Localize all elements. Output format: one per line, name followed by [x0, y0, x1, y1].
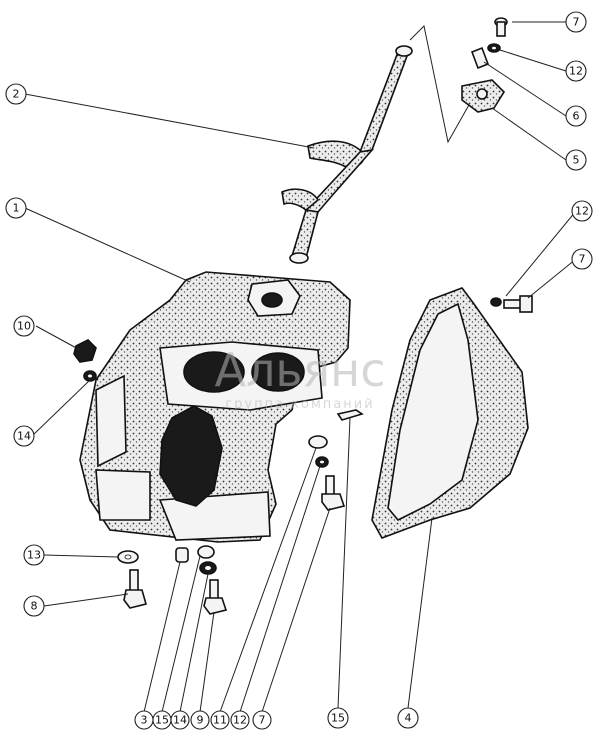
nut-left — [73, 339, 97, 363]
callout-label: 6 — [573, 110, 580, 123]
callout-label: 10 — [17, 320, 31, 333]
callout-14-bottom: 14 — [170, 710, 190, 730]
watermark-subtitle: группа компаний — [225, 397, 374, 412]
leader-lines — [24, 21, 577, 713]
assembly-line — [409, 24, 475, 144]
callout-7-top: 7 — [565, 11, 587, 33]
callout-label: 9 — [197, 714, 204, 727]
fitting-top — [470, 46, 490, 70]
washer-13 — [117, 550, 139, 564]
gearbox-housing — [79, 271, 351, 543]
callout-6: 6 — [565, 105, 587, 127]
callout-10: 10 — [13, 315, 35, 337]
callout-5: 5 — [565, 149, 587, 171]
washer-top — [487, 43, 501, 53]
callout-14-left: 14 — [13, 425, 35, 447]
callout-label: 1 — [13, 202, 20, 215]
callout-7-bottom: 7 — [252, 710, 272, 730]
callout-4: 4 — [397, 707, 419, 729]
callout-label: 14 — [17, 430, 31, 443]
washers-right — [308, 435, 329, 468]
bolt-right — [490, 295, 533, 313]
callout-label: 7 — [259, 714, 266, 727]
callout-15-bottom: 15 — [152, 710, 172, 730]
callout-12-right: 12 — [571, 200, 593, 222]
callout-label: 11 — [213, 714, 227, 727]
callout-13: 13 — [23, 544, 45, 566]
callout-label: 2 — [13, 88, 20, 101]
bolt-top — [494, 17, 508, 37]
callout-11: 11 — [210, 710, 230, 730]
callout-label: 7 — [579, 253, 586, 266]
callout-3: 3 — [134, 710, 154, 730]
bracket-part-5 — [461, 79, 506, 113]
washers-stack — [197, 545, 217, 575]
callout-label: 15 — [331, 712, 345, 725]
callout-label: 12 — [575, 205, 589, 218]
bolt-right-bottom — [321, 475, 346, 511]
bolt-8 — [123, 569, 147, 609]
callout-label: 12 — [233, 714, 247, 727]
bolt-bottom — [203, 579, 228, 615]
callout-label: 4 — [405, 712, 412, 725]
callout-7-right: 7 — [571, 248, 593, 270]
callout-label: 13 — [27, 549, 41, 562]
callout-1: 1 — [5, 197, 27, 219]
callout-9: 9 — [190, 710, 210, 730]
callout-label: 3 — [141, 714, 148, 727]
callout-15-right: 15 — [327, 707, 349, 729]
callout-label: 5 — [573, 154, 580, 167]
cotter-pin — [336, 409, 364, 421]
pin-3 — [175, 547, 189, 563]
callout-12-top: 12 — [565, 60, 587, 82]
watermark-brand: Альянс — [214, 343, 385, 397]
callout-label: 12 — [569, 65, 583, 78]
callout-2: 2 — [5, 83, 27, 105]
shift-fork-rod — [281, 45, 413, 264]
side-cover — [371, 287, 529, 539]
callout-label: 14 — [173, 714, 187, 727]
watermark: Альянс группа компаний — [214, 343, 385, 412]
callout-12-bottom: 12 — [230, 710, 250, 730]
callout-8: 8 — [23, 595, 45, 617]
callout-label: 7 — [573, 16, 580, 29]
callout-label: 8 — [31, 600, 38, 613]
callout-label: 15 — [155, 714, 169, 727]
washer-left — [83, 370, 97, 382]
